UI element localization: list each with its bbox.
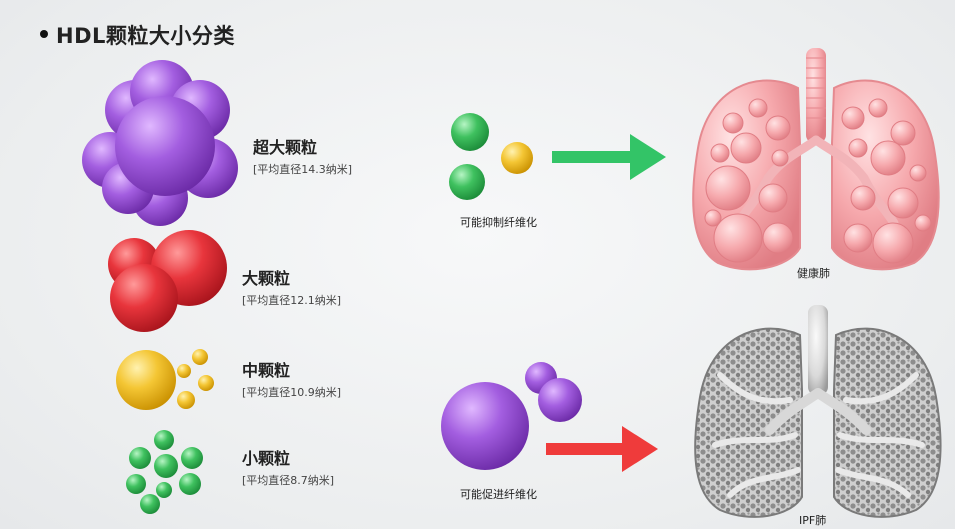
extra-large-label: 超大颗粒 [平均直径14.3纳米] bbox=[253, 134, 352, 177]
class-size: [平均直径12.1纳米] bbox=[242, 294, 342, 307]
diagram-title: HDL颗粒大小分类 bbox=[40, 20, 235, 50]
class-name: 超大颗粒 bbox=[253, 138, 318, 157]
class-size: [平均直径14.3纳米] bbox=[253, 163, 353, 176]
inhibit-caption: 可能抑制纤维化 bbox=[460, 216, 537, 229]
class-name: 中颗粒 bbox=[242, 361, 291, 380]
title-text: HDL颗粒大小分类 bbox=[56, 24, 235, 48]
small-label: 小颗粒 [平均直径8.7纳米] bbox=[242, 445, 334, 488]
promote-caption: 可能促进纤维化 bbox=[460, 488, 537, 501]
class-size: [平均直径8.7纳米] bbox=[242, 474, 335, 487]
healthy-lung-caption: 健康肺 bbox=[797, 267, 830, 280]
class-name: 小颗粒 bbox=[242, 449, 291, 468]
inhibiting-particles bbox=[449, 113, 533, 200]
arrow-right-green-icon bbox=[552, 134, 666, 180]
promoting-particles bbox=[441, 362, 582, 470]
class-size: [平均直径10.9纳米] bbox=[242, 386, 342, 399]
ipf-lung-illustration bbox=[694, 305, 942, 518]
class-name: 大颗粒 bbox=[242, 269, 291, 288]
bullet-dot-icon bbox=[40, 30, 48, 38]
arrow-right-red-icon bbox=[546, 426, 658, 472]
medium-particle-cluster bbox=[116, 349, 214, 410]
extra-large-particle-cluster bbox=[82, 60, 238, 226]
large-particle-cluster bbox=[108, 230, 227, 332]
healthy-lung-illustration bbox=[692, 48, 940, 271]
large-label: 大颗粒 [平均直径12.1纳米] bbox=[242, 265, 341, 308]
ipf-lung-caption: IPF肺 bbox=[799, 514, 827, 527]
small-particle-cluster bbox=[126, 430, 203, 514]
medium-label: 中颗粒 [平均直径10.9纳米] bbox=[242, 357, 341, 400]
